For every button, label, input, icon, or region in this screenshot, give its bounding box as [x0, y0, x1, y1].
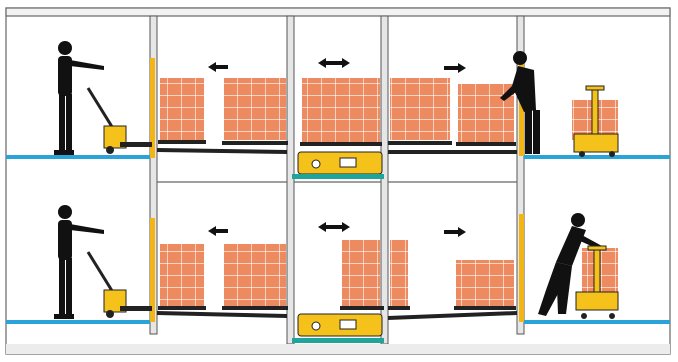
pallets — [158, 306, 516, 310]
left-arrow-icon — [208, 226, 228, 236]
pallet-jack-icon — [88, 252, 152, 318]
box-stack — [224, 244, 286, 306]
box-stack — [224, 78, 286, 140]
shuttle-carrier-icon — [292, 152, 384, 179]
upper-right-rail — [388, 150, 517, 154]
box-stack — [160, 244, 204, 306]
box-stack — [456, 260, 514, 306]
right-arrow-icon — [444, 227, 466, 237]
box-stack — [390, 240, 408, 306]
operator-silhouette-icon — [54, 41, 104, 155]
box-stack — [390, 78, 450, 140]
shuttle-carrier-icon — [292, 314, 384, 343]
lift-truck-icon — [572, 86, 618, 157]
box-stack — [302, 78, 380, 142]
lift-truck-icon — [576, 246, 618, 319]
double-arrow-icon — [318, 58, 350, 68]
upper-left-rail — [157, 148, 287, 154]
lower-right-rail — [388, 311, 517, 320]
left-arrow-icon — [208, 62, 228, 72]
pallet-jack-icon — [88, 88, 152, 154]
lower-left-rail — [157, 311, 287, 318]
footer-band — [6, 344, 670, 354]
operator-silhouette-icon — [54, 205, 104, 319]
right-arrow-icon — [444, 63, 466, 73]
top-beam — [6, 8, 670, 16]
double-arrow-icon — [318, 222, 350, 232]
box-stack — [342, 240, 380, 306]
box-stack — [160, 78, 204, 140]
